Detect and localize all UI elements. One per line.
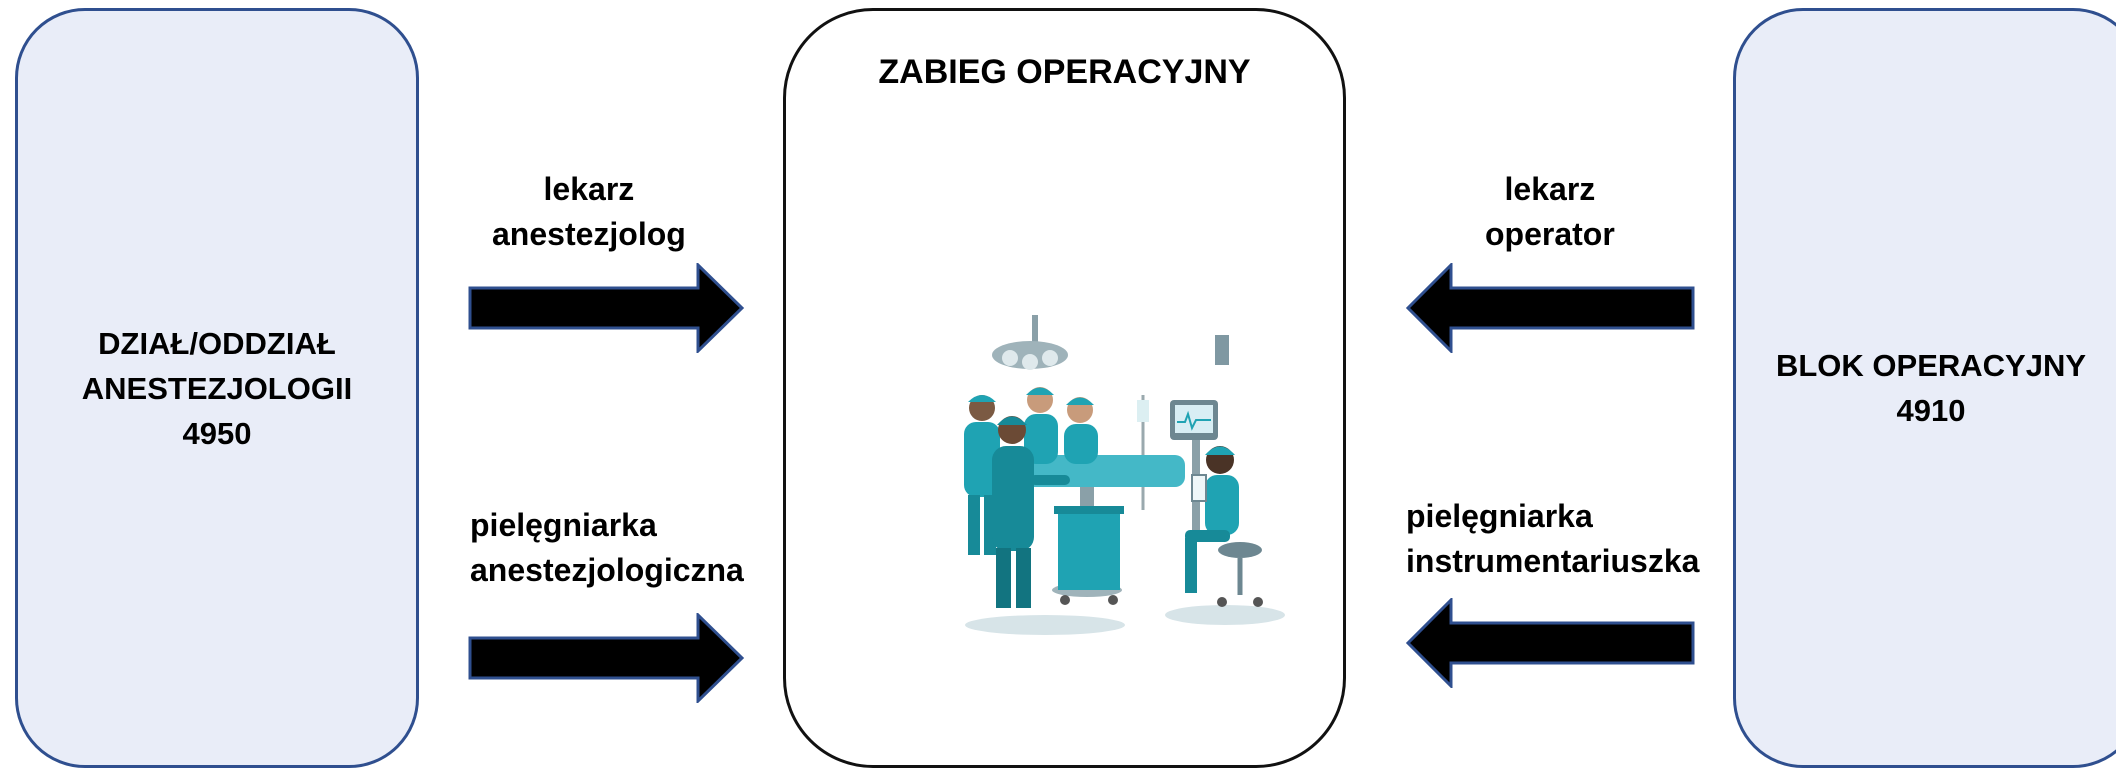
label-anesthesiologist: lekarz anestezjolog [492, 167, 686, 257]
label-surgeon-line-1: lekarz [1504, 171, 1596, 207]
right-arrow-icon [468, 263, 745, 353]
anesthesiology-department-box: DZIAŁ/ODDZIAŁ ANESTEZJOLOGII 4950 [15, 8, 419, 768]
label-anesthesia-nurse: pielęgniarka anestezjologiczna [470, 503, 744, 593]
operating-block-box: BLOK OPERACYJNY 4910 [1733, 8, 2116, 768]
label-scrub-nurse-line-2: instrumentariuszka [1406, 543, 1700, 579]
left-box-line-3: 4950 [182, 415, 252, 451]
label-surgeon: lekarz operator [1485, 167, 1615, 257]
left-box-line-2: ANESTEZJOLOGII [81, 370, 353, 406]
label-anesthesiologist-line-2: anestezjolog [492, 216, 686, 252]
left-arrow-icon [1405, 598, 1695, 688]
operating-room-illustration [964, 315, 1285, 635]
label-surgeon-line-2: operator [1485, 216, 1615, 252]
right-box-line-2: 4910 [1896, 393, 1966, 428]
right-arrow-icon [468, 613, 745, 703]
center-title: ZABIEG OPERACYJNY [878, 53, 1251, 91]
label-anesthesia-nurse-line-2: anestezjologiczna [470, 552, 744, 588]
left-arrow-icon [1405, 263, 1695, 353]
label-scrub-nurse-line-1: pielęgniarka [1406, 498, 1593, 534]
label-scrub-nurse: pielęgniarka instrumentariuszka [1406, 494, 1699, 584]
label-anesthesiologist-line-1: lekarz [543, 171, 635, 207]
surgery-procedure-box: ZABIEG OPERACYJNY [783, 8, 1346, 768]
left-box-line-1: DZIAŁ/ODDZIAŁ [98, 325, 336, 361]
label-anesthesia-nurse-line-1: pielęgniarka [470, 507, 657, 543]
right-box-line-1: BLOK OPERACYJNY [1775, 348, 2087, 383]
